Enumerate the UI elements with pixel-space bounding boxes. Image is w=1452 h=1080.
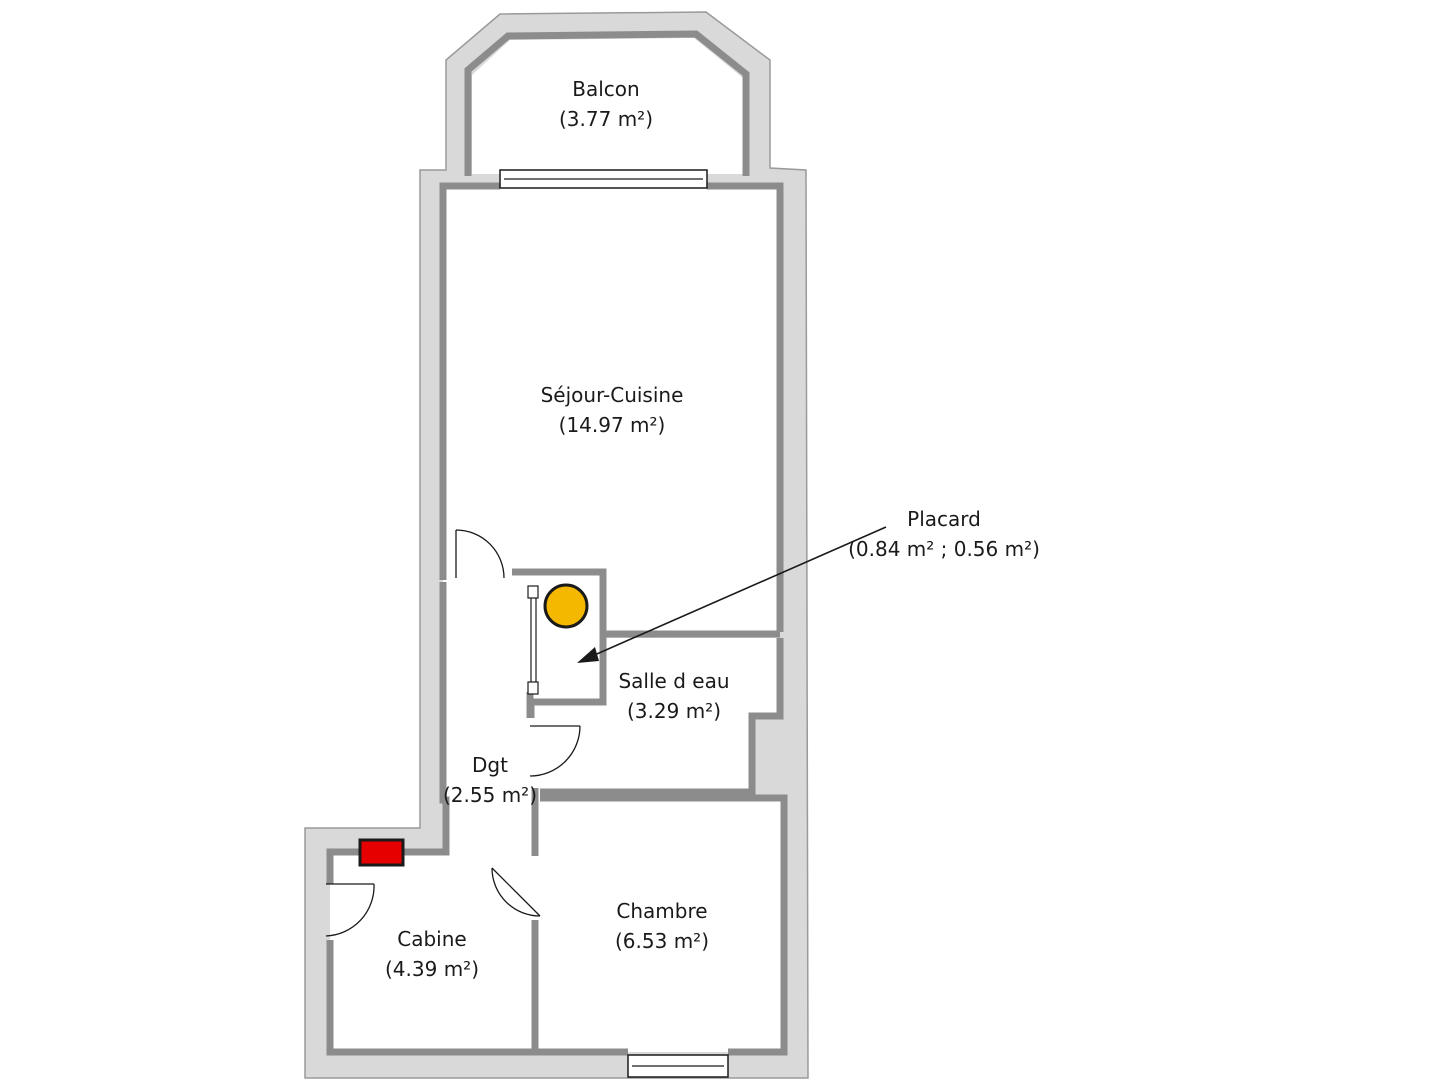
- room-area: (2.55 m²): [443, 783, 537, 807]
- room-name: Chambre: [616, 899, 708, 923]
- room-name: Dgt: [472, 753, 508, 777]
- room-area: (3.77 m²): [559, 107, 653, 131]
- door-sejour: [455, 529, 505, 579]
- room-name: Cabine: [397, 927, 467, 951]
- interior-walls: [326, 30, 788, 1056]
- room-label-balcon: Balcon (3.77 m²): [540, 74, 672, 134]
- room-label-dgt: Dgt (2.55 m²): [440, 750, 540, 810]
- boiler-icon: [543, 583, 589, 629]
- interior-floor: [330, 38, 783, 1052]
- placard-sliding-door: [527, 585, 539, 695]
- balcony-window: [499, 169, 708, 189]
- bedroom-window: [627, 1054, 729, 1078]
- room-label-sejour: Séjour-Cuisine (14.97 m²): [522, 380, 702, 440]
- room-name: Salle d eau: [618, 669, 730, 693]
- room-name: Placard: [907, 507, 981, 531]
- room-label-placard: Placard (0.84 m² ; 0.56 m²): [842, 504, 1046, 564]
- room-name: Séjour-Cuisine: [540, 383, 684, 407]
- door-chambre: [491, 867, 541, 917]
- room-area: (14.97 m²): [558, 413, 666, 437]
- room-label-cabine: Cabine (4.39 m²): [372, 924, 492, 984]
- room-name: Balcon: [572, 77, 640, 101]
- door-salle: [529, 725, 581, 777]
- room-area: (0.84 m² ; 0.56 m²): [848, 537, 1040, 561]
- room-label-salle: Salle d eau (3.29 m²): [604, 666, 744, 726]
- room-area: (6.53 m²): [615, 929, 709, 953]
- door-entry: [325, 883, 375, 937]
- room-label-chambre: Chambre (6.53 m²): [598, 896, 726, 956]
- electrical-panel-icon: [358, 838, 405, 867]
- room-area: (3.29 m²): [627, 699, 721, 723]
- room-area: (4.39 m²): [385, 957, 479, 981]
- placard-leader-arrow: [577, 526, 887, 663]
